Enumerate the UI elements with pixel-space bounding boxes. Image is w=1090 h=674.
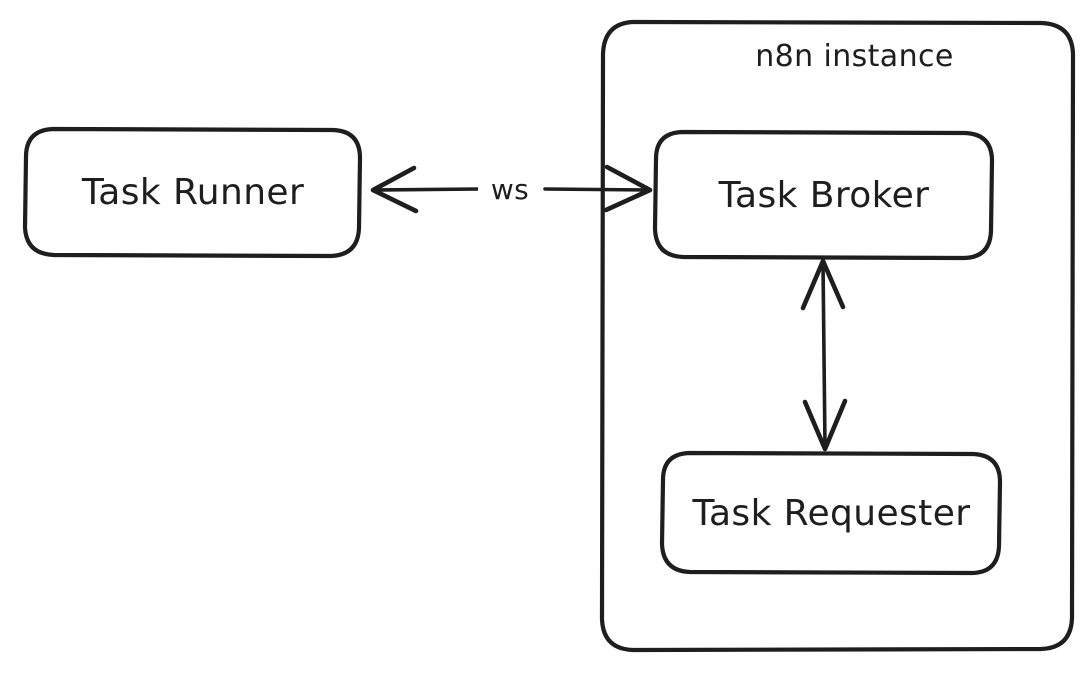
- n8n-instance-title: n8n instance: [755, 38, 954, 74]
- edge-broker-requester-line: [821, 261, 827, 449]
- edge-broker-requester-arrowhead-bottom: [802, 398, 848, 452]
- edge-runner-broker-arrowhead-left: [370, 165, 419, 214]
- task-requester-label: Task Requester: [692, 493, 971, 534]
- task-runner-node[interactable]: [22, 126, 363, 259]
- edge-broker-requester[interactable]: [800, 258, 848, 452]
- edge-broker-requester-arrowhead-top: [800, 258, 846, 311]
- task-broker-node[interactable]: [652, 129, 995, 261]
- task-runner-outline: [22, 126, 363, 259]
- task-requester-outline: [659, 450, 1003, 576]
- edge-runner-broker[interactable]: [370, 164, 653, 214]
- task-broker-label: Task Broker: [718, 175, 930, 216]
- edge-runner-broker-label: ws: [478, 168, 542, 210]
- edge-runner-broker-line-right: [543, 187, 650, 192]
- n8n-instance-container[interactable]: [599, 19, 1076, 653]
- task-runner-label: Task Runner: [81, 172, 305, 213]
- task-broker-outline: [652, 129, 995, 261]
- task-requester-node[interactable]: [659, 450, 1003, 576]
- n8n-instance-container-outline: [599, 19, 1076, 653]
- edge-runner-broker-line-left: [373, 187, 482, 192]
- edge-runner-broker-arrowhead-right: [603, 164, 653, 213]
